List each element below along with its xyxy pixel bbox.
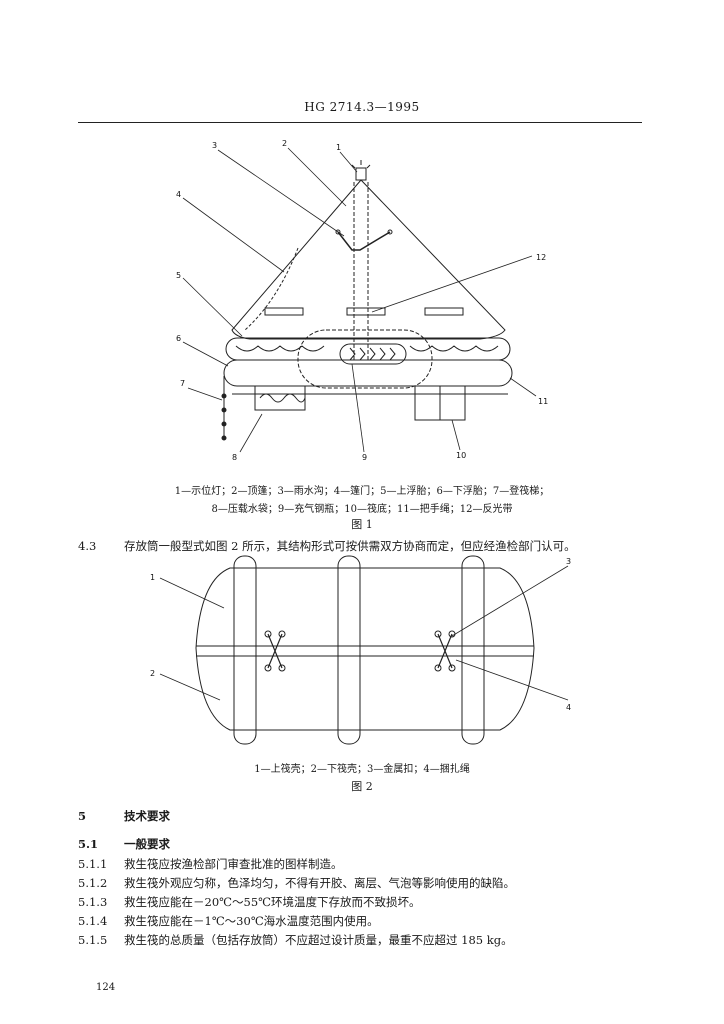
fig1-label-11: 11 (538, 397, 548, 406)
section-4-3: 4.3 存放筒一般型式如图 2 所示，其结构形式可按供需双方协商而定，但应经渔检部… (78, 538, 576, 554)
requirement-item: 5.1.4 救生筏应能在－1℃～30℃海水温度范围内使用。 (78, 913, 379, 929)
fig1-label-8: 8 (232, 453, 237, 462)
fig2-label-2: 2 (150, 669, 155, 678)
fig2-label-1: 1 (150, 573, 155, 582)
section-5-1-title: 一般要求 (124, 837, 170, 851)
section-4-3-text: 存放筒一般型式如图 2 所示，其结构形式可按供需双方协商而定，但应经渔检部门认可… (124, 539, 576, 553)
requirement-text: 救生筏的总质量（包括存放筒）不应超过设计质量，最重不应超过 185 kg。 (124, 933, 513, 947)
requirement-text: 救生筏应能在－1℃～30℃海水温度范围内使用。 (124, 914, 379, 928)
requirement-item: 5.1.5 救生筏的总质量（包括存放筒）不应超过设计质量，最重不应超过 185 k… (78, 932, 513, 948)
requirement-number: 5.1.3 (78, 895, 108, 909)
requirement-text: 救生筏应能在－20℃～55℃环境温度下存放而不致损坏。 (124, 895, 421, 909)
requirement-item: 5.1.2 救生筏外观应匀称，色泽均匀，不得有开胶、离层、气泡等影响使用的缺陷。 (78, 875, 515, 891)
figure-1-callouts: 1 2 3 4 5 6 7 8 9 10 11 12 (176, 139, 548, 462)
requirement-number: 5.1.4 (78, 914, 108, 928)
fig1-label-1: 1 (336, 143, 341, 152)
figure-1-liferaft-drawing: 1 2 3 4 5 6 7 8 9 10 11 12 (176, 139, 548, 462)
section-4-3-number: 4.3 (78, 539, 97, 553)
section-5-1-heading: 5.1 一般要求 (78, 836, 170, 852)
figure-2-legend: 1—上筏壳；2—下筏壳；3—金属扣；4—捆扎绳 (254, 764, 470, 775)
fig1-label-12: 12 (536, 253, 546, 262)
page-header: HG 2714.3—1995 (304, 100, 420, 114)
fig1-label-5: 5 (176, 271, 181, 280)
requirement-item: 5.1.1 救生筏应按渔检部门审查批准的图样制造。 (78, 856, 343, 872)
fig1-label-4: 4 (176, 190, 181, 199)
requirement-text: 救生筏外观应匀称，色泽均匀，不得有开胶、离层、气泡等影响使用的缺陷。 (124, 876, 515, 890)
section-5-number: 5 (78, 809, 87, 823)
section-5-title: 技术要求 (124, 809, 170, 823)
requirement-number: 5.1.1 (78, 857, 108, 871)
figure-2-title: 图 2 (351, 780, 373, 793)
section-5-heading: 5 技术要求 (78, 808, 170, 824)
header-rule (78, 122, 642, 123)
requirement-text: 救生筏应按渔检部门审查批准的图样制造。 (124, 857, 343, 871)
fig1-label-10: 10 (456, 451, 466, 460)
figure-1-legend-line-1: 1—示位灯；2—顶篷；3—雨水沟；4—篷门；5—上浮胎；6—下浮胎；7—登筏梯； (174, 486, 550, 497)
section-5-1-number: 5.1 (78, 837, 99, 851)
requirement-number: 5.1.5 (78, 933, 108, 947)
figure-1-title: 图 1 (351, 518, 373, 531)
requirement-item: 5.1.3 救生筏应能在－20℃～55℃环境温度下存放而不致损坏。 (78, 894, 421, 910)
page-number: 124 (96, 982, 116, 993)
fig1-label-7: 7 (180, 379, 185, 388)
fig1-label-6: 6 (176, 334, 181, 343)
fig2-label-4: 4 (566, 703, 571, 712)
fig1-label-9: 9 (362, 453, 367, 462)
requirement-number: 5.1.2 (78, 876, 108, 890)
fig1-label-2: 2 (282, 139, 287, 148)
fig2-label-3: 3 (566, 557, 571, 566)
fig1-label-3: 3 (212, 141, 217, 150)
figure-1-legend-line-2: 8—压载水袋；9—充气钢瓶；10—筏底；11—把手绳；12—反光带 (211, 504, 513, 515)
